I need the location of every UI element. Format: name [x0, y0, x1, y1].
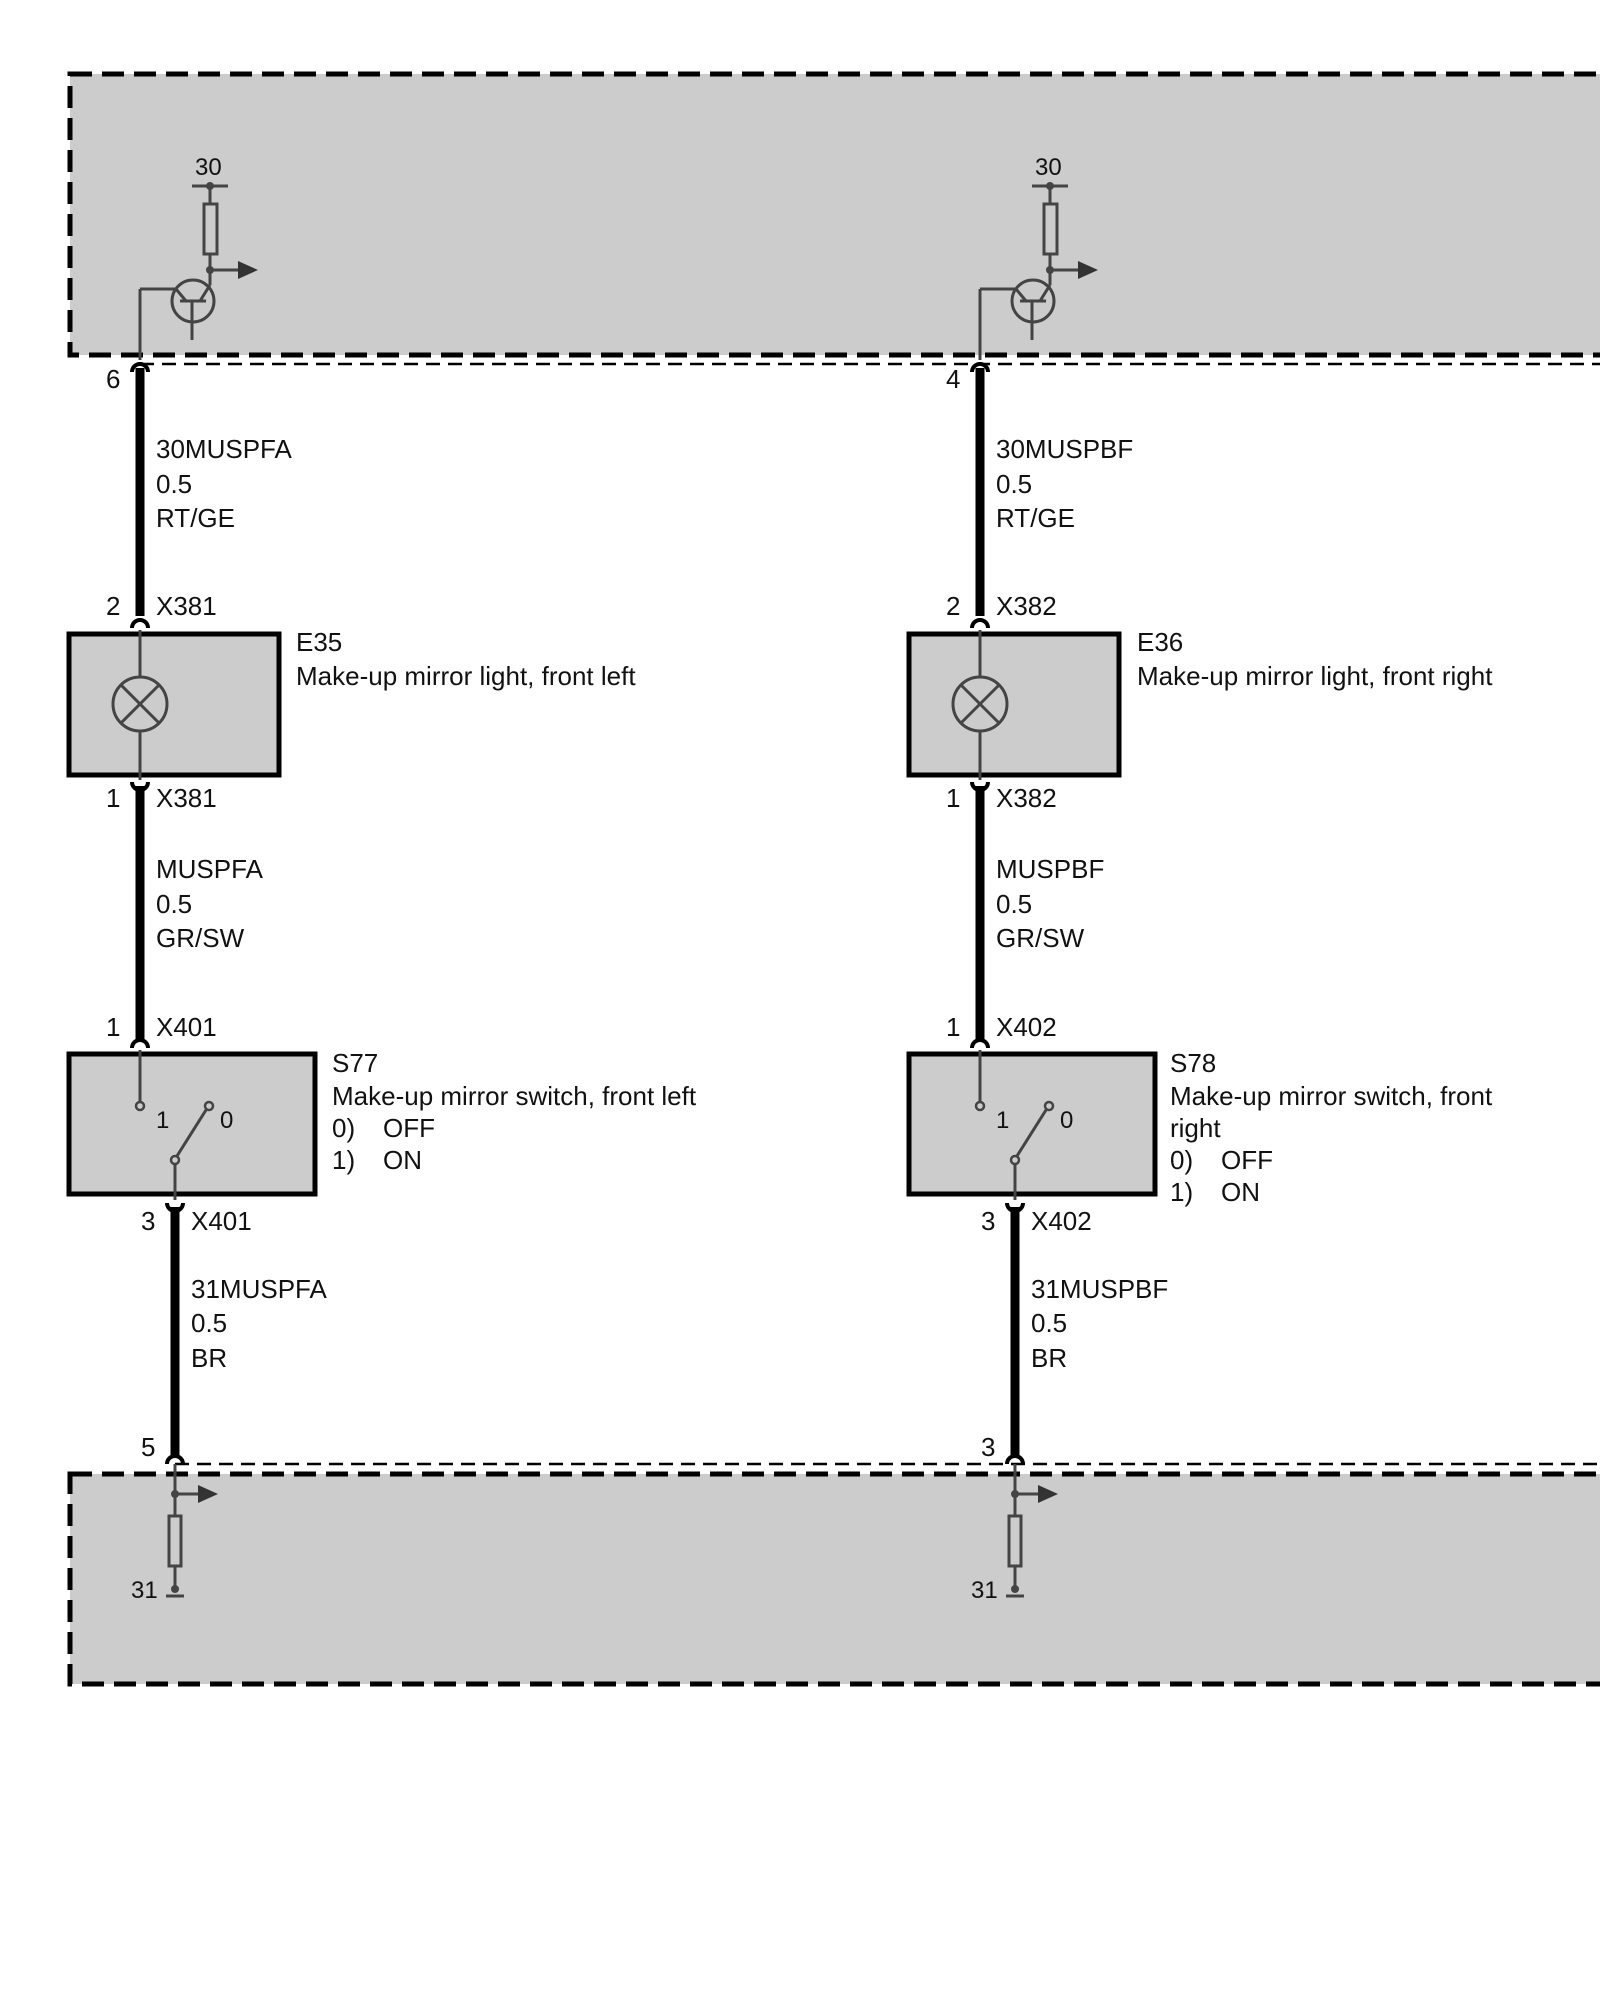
component-id: S78 — [1170, 1048, 1216, 1078]
wire-name: MUSPFA — [156, 854, 264, 884]
switch-position-0: 0 — [1060, 1107, 1073, 1134]
switch-component-s77[interactable] — [66, 1051, 318, 1197]
pin-label: 3 — [981, 1432, 995, 1462]
state-on: ON — [383, 1145, 422, 1175]
wire-color: GR/SW — [156, 923, 245, 953]
pin-label: 2 — [106, 591, 120, 621]
signal-arrow-icon — [238, 261, 258, 279]
connector-label: X401 — [156, 1012, 217, 1042]
pin-label: 3 — [141, 1206, 155, 1236]
wire-color: BR — [191, 1343, 227, 1373]
lamp-component-e35[interactable] — [66, 631, 282, 778]
component-id: S77 — [332, 1048, 378, 1078]
component-description: Make-up mirror light, front right — [1137, 661, 1493, 691]
state-key: 0) — [332, 1113, 355, 1143]
terminal-31-label: 31 — [971, 1577, 998, 1604]
state-key: 1) — [1170, 1177, 1193, 1207]
connector-label: X382 — [996, 591, 1057, 621]
high-side-driver: 30 — [978, 154, 1098, 360]
wire-size: 0.5 — [191, 1308, 227, 1338]
state-key: 0) — [1170, 1145, 1193, 1175]
wire-color: RT/GE — [156, 503, 235, 533]
wire-name: MUSPBF — [996, 854, 1104, 884]
terminal-31-label: 31 — [131, 1577, 158, 1604]
lamp-icon — [951, 675, 1009, 733]
pin-label: 6 — [106, 364, 120, 394]
high-side-driver: 30 — [138, 154, 258, 360]
ground-sense-circuit: 31 — [131, 1464, 218, 1604]
state-key: 1) — [332, 1145, 355, 1175]
connector-label: X381 — [156, 591, 217, 621]
component-id: E35 — [296, 627, 342, 657]
state-off: OFF — [383, 1113, 435, 1143]
signal-arrow-icon — [1038, 1485, 1058, 1503]
pin-label: 4 — [946, 364, 960, 394]
wire-size: 0.5 — [1031, 1308, 1067, 1338]
signal-arrow-icon — [1078, 261, 1098, 279]
connector-label: X382 — [996, 783, 1057, 813]
ground-sense-circuit: 31 — [971, 1464, 1058, 1604]
lamp-icon — [111, 675, 169, 733]
pin-label: 1 — [946, 1012, 960, 1042]
connector-label: X402 — [1031, 1206, 1092, 1236]
wire-name: 31MUSPFA — [191, 1274, 327, 1304]
switch-component-s78[interactable] — [906, 1051, 1158, 1197]
pin-label: 1 — [106, 1012, 120, 1042]
terminal-30-label: 30 — [195, 154, 222, 181]
connector-label: X401 — [191, 1206, 252, 1236]
pin-label: 5 — [141, 1432, 155, 1462]
switch-position-1: 1 — [996, 1107, 1009, 1134]
wire-size: 0.5 — [996, 469, 1032, 499]
pin-label: 1 — [106, 783, 120, 813]
control-unit-bottom — [67, 1471, 1600, 1687]
control-unit-top — [67, 71, 1600, 358]
wire-name: 30MUSPBF — [996, 434, 1133, 464]
terminal-30-label: 30 — [1035, 154, 1062, 181]
state-on: ON — [1221, 1177, 1260, 1207]
component-description: Make-up mirror switch, front left — [332, 1081, 697, 1111]
signal-arrow-icon — [198, 1485, 218, 1503]
wire-size: 0.5 — [996, 889, 1032, 919]
wire-size: 0.5 — [156, 889, 192, 919]
wire-name: 30MUSPFA — [156, 434, 292, 464]
component-description: Make-up mirror switch, front — [1170, 1081, 1493, 1111]
wire-size: 0.5 — [156, 469, 192, 499]
circuit-front-right: 30 4 30MUSPBF 0.5 RT/GE 2 X382 — [906, 154, 1493, 1604]
switch-position-1: 1 — [156, 1107, 169, 1134]
pin-label: 1 — [946, 783, 960, 813]
switch-icon — [134, 1050, 215, 1200]
lamp-component-e36[interactable] — [906, 631, 1122, 778]
component-id: E36 — [1137, 627, 1183, 657]
state-off: OFF — [1221, 1145, 1273, 1175]
connector-label: X381 — [156, 783, 217, 813]
switch-position-0: 0 — [220, 1107, 233, 1134]
connector-label: X402 — [996, 1012, 1057, 1042]
pin-label: 3 — [981, 1206, 995, 1236]
component-description-cont: right — [1170, 1113, 1221, 1143]
circuit-front-left: 30 6 30MUSPFA 0.5 RT/GE 2 X381 — [66, 154, 697, 1604]
wire-color: GR/SW — [996, 923, 1085, 953]
wire-name: 31MUSPBF — [1031, 1274, 1168, 1304]
switch-icon — [974, 1050, 1055, 1200]
wire-color: RT/GE — [996, 503, 1075, 533]
pin-label: 2 — [946, 591, 960, 621]
component-description: Make-up mirror light, front left — [296, 661, 636, 691]
wire-color: BR — [1031, 1343, 1067, 1373]
